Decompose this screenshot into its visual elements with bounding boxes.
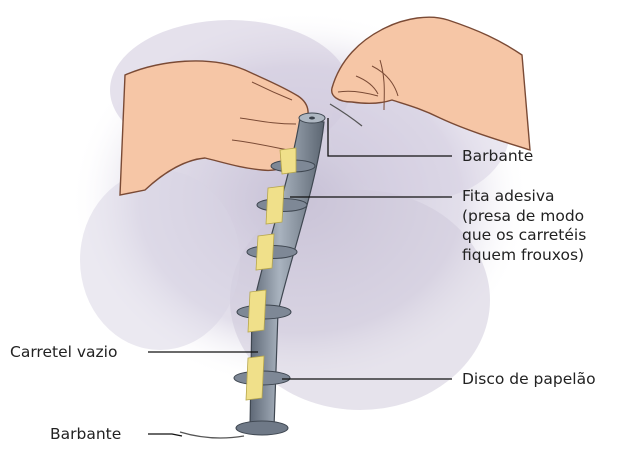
string-bottom bbox=[180, 432, 244, 438]
label-fita-line-1: Fita adesiva bbox=[462, 187, 627, 207]
label-fita-line-3: que os carretéis bbox=[462, 226, 627, 246]
label-fita-line-4: fiquem frouxos) bbox=[462, 246, 627, 266]
label-fita-line-2: (presa de modo bbox=[462, 207, 627, 227]
leader-barbante-bottom bbox=[148, 434, 182, 436]
label-barbante-bottom: Barbante bbox=[50, 424, 121, 444]
label-fita-adesiva: Fita adesiva (presa de modo que os carre… bbox=[462, 187, 627, 265]
label-carretel-vazio: Carretel vazio bbox=[10, 342, 117, 362]
label-disco-papelao: Disco de papelão bbox=[462, 369, 596, 389]
label-barbante-top: Barbante bbox=[462, 146, 533, 166]
